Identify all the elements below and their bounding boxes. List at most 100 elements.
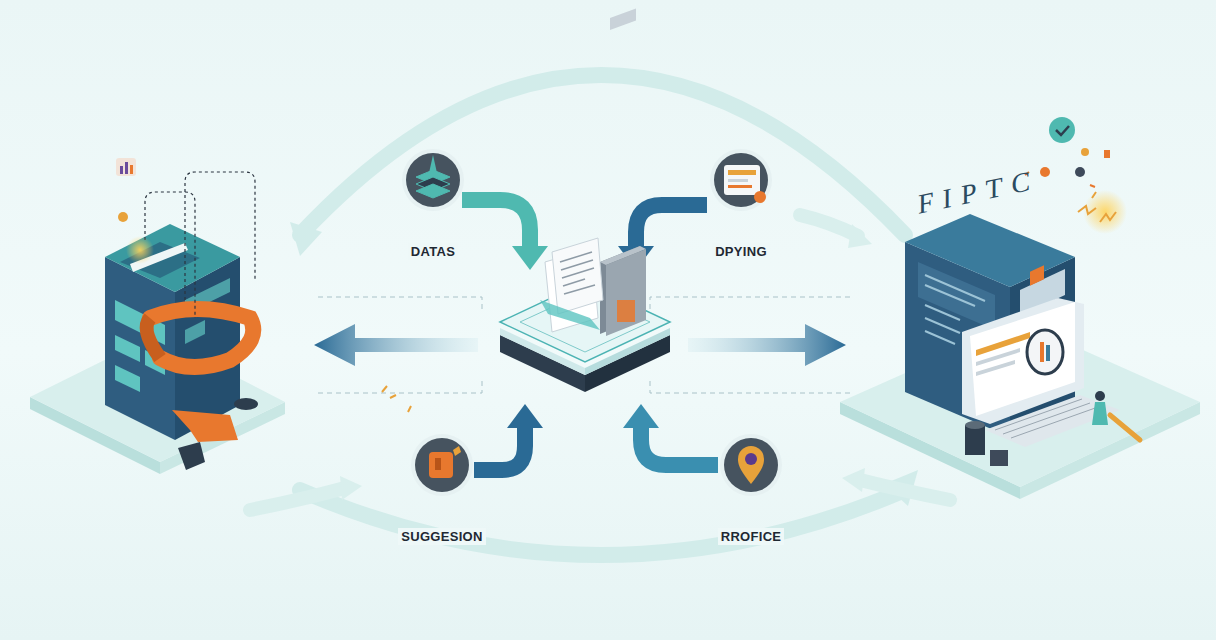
- central-hub: [564, 285, 595, 294]
- node-label: DPYING: [712, 243, 770, 260]
- monitor: [976, 360, 1015, 376]
- icon-symbol: [435, 458, 441, 470]
- arrow-head: [512, 246, 548, 270]
- icon-circle: [720, 434, 782, 496]
- left-server: [185, 320, 205, 344]
- desk-items: [965, 421, 985, 429]
- monitor: [1040, 342, 1044, 362]
- central-hub: [552, 238, 603, 314]
- icon-symbol: [754, 191, 766, 203]
- icon-symbol: [738, 446, 764, 484]
- puzzle-piece: [172, 410, 238, 442]
- icon-circle: [710, 149, 772, 211]
- icon-symbol: [416, 184, 450, 198]
- guide-line: [650, 297, 850, 310]
- spark: [1040, 167, 1050, 177]
- node-label: SUGGESION: [398, 528, 485, 545]
- cycle-arc: [800, 215, 858, 236]
- small-icon: [130, 165, 133, 174]
- desk-items: [985, 395, 1120, 447]
- node-label: RROFICE: [718, 528, 785, 545]
- cycle-arc: [860, 480, 950, 500]
- icon-symbol: [429, 446, 461, 478]
- central-hub: [606, 249, 646, 336]
- puzzle-piece: [172, 398, 258, 470]
- cycle-arc: [290, 222, 322, 256]
- spark: [1056, 126, 1069, 135]
- right-server: [925, 305, 960, 320]
- desk-items: [1092, 402, 1108, 425]
- icon-disc: [724, 438, 778, 492]
- icon-svg: [409, 432, 475, 498]
- cycle-arc: [250, 75, 950, 555]
- puzzle-piece: [234, 398, 258, 410]
- arrow-head: [507, 404, 543, 428]
- icon-node: DPYING: [708, 147, 774, 260]
- cable: [145, 172, 255, 318]
- orange-ring: [147, 318, 160, 358]
- left-server: [105, 224, 240, 440]
- icon-symbol: [728, 170, 756, 175]
- screen-title: FIPTC: [918, 163, 1039, 221]
- spark: [1049, 117, 1075, 143]
- small-icon: [116, 158, 136, 176]
- icon-symbol: [453, 446, 461, 456]
- desk-items: [965, 391, 1140, 466]
- icon-circle: [411, 434, 473, 496]
- central-hub: [563, 279, 585, 286]
- desk-items: [990, 450, 1008, 466]
- icon-symbol: [724, 165, 760, 195]
- cycle-arc: [340, 476, 362, 500]
- icon-circle: [402, 149, 464, 211]
- puzzle-piece: [178, 442, 205, 470]
- cycle-arc: [300, 75, 905, 235]
- icon-ring: [411, 434, 473, 496]
- central-hub: [500, 9, 670, 392]
- icon-symbol: [728, 179, 748, 182]
- small-icon: [116, 158, 411, 412]
- right-server: [925, 285, 975, 306]
- node-label: DATAS: [408, 243, 458, 260]
- spark: [1104, 150, 1110, 158]
- monitor: [970, 302, 1075, 416]
- cycle-arc: [250, 488, 345, 510]
- icon-svg: [708, 147, 774, 213]
- desk-items: [1110, 415, 1140, 440]
- small-icon: [118, 212, 128, 222]
- arrow-head: [623, 404, 659, 428]
- spark: [1081, 148, 1089, 156]
- curved-arrow: [636, 205, 707, 248]
- small-icon: [125, 162, 128, 174]
- cycle-arc: [848, 224, 872, 248]
- guide-line: [318, 380, 482, 393]
- right-server: [925, 331, 955, 344]
- icon-node: RROFICE: [718, 432, 785, 545]
- central-hub: [617, 300, 635, 322]
- icon-disc: [714, 153, 768, 207]
- left-server: [115, 335, 140, 362]
- monitor: [976, 332, 1030, 356]
- icon-svg: [718, 432, 784, 498]
- desk-items: [965, 425, 985, 455]
- icon-symbol: [416, 155, 450, 198]
- spark: [1075, 167, 1085, 177]
- guide-line: [650, 380, 850, 393]
- central-hub: [610, 9, 636, 30]
- central-hub: [560, 252, 592, 262]
- icon-symbol: [429, 155, 437, 173]
- orange-ring: [147, 309, 254, 367]
- flow-arrow: [688, 324, 846, 366]
- desk-items: [1003, 403, 1090, 434]
- icon-node: SUGGESION: [398, 432, 485, 545]
- flow-arrow: [314, 324, 478, 366]
- icon-disc: [406, 153, 460, 207]
- curved-arrow: [474, 426, 525, 470]
- right-server: [925, 318, 960, 333]
- cycle-arc: [300, 490, 905, 555]
- central-hub: [562, 268, 594, 278]
- icon-symbol: [728, 185, 752, 188]
- small-icon: [382, 386, 411, 412]
- desk-items: [995, 399, 1098, 438]
- icon-disc: [415, 438, 469, 492]
